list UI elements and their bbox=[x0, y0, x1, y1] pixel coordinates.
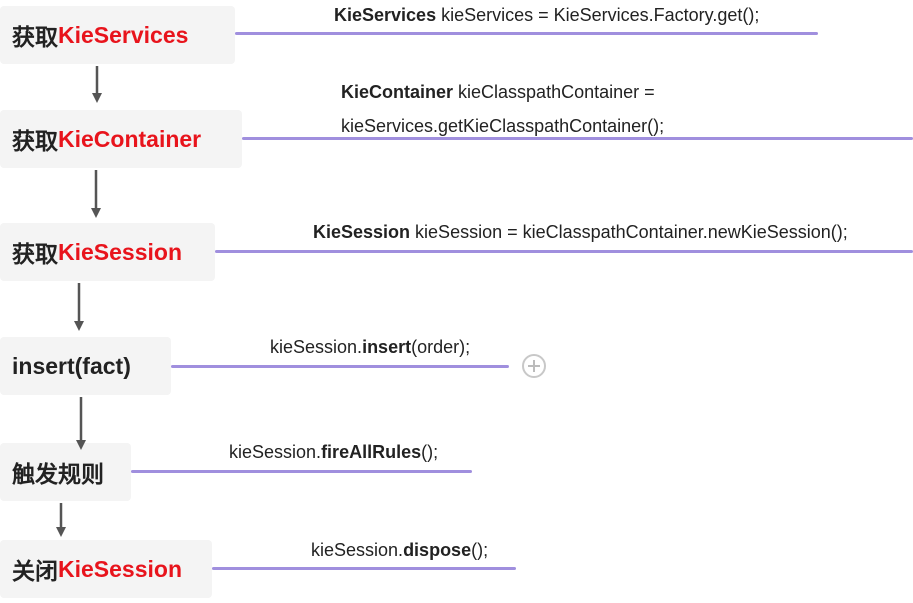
code-line: KieSession kieSession = kieClasspathCont… bbox=[313, 221, 848, 243]
step-1-highlight: KieServices bbox=[58, 21, 189, 48]
code-line: kieSession.insert(order); bbox=[270, 336, 470, 358]
code-label-2: KieContainer kieClasspathContainer = kie… bbox=[341, 75, 664, 143]
code-segment: fireAllRules bbox=[321, 442, 422, 462]
step-2-prefix: 获取 bbox=[12, 128, 58, 154]
code-segment: kieSession. bbox=[311, 540, 404, 560]
step-1-prefix: 获取 bbox=[12, 24, 58, 50]
step-node-4[interactable]: insert(fact) bbox=[0, 337, 171, 395]
step-3-highlight: KieSession bbox=[58, 238, 182, 265]
code-segment: kieServices = KieServices.Factory.get(); bbox=[436, 5, 760, 25]
code-segment: (); bbox=[421, 442, 439, 462]
code-segment: (order); bbox=[411, 337, 471, 357]
code-line: kieServices.getKieClasspathContainer(); bbox=[341, 109, 664, 143]
code-line: KieContainer kieClasspathContainer = bbox=[341, 75, 664, 109]
code-segment: (); bbox=[471, 540, 489, 560]
code-label-1: KieServices kieServices = KieServices.Fa… bbox=[334, 4, 759, 26]
connector-line-2 bbox=[242, 137, 913, 140]
step-4-prefix: insert(fact) bbox=[12, 352, 131, 379]
code-label-5: kieSession.fireAllRules(); bbox=[229, 441, 438, 463]
step-6-prefix: 关闭 bbox=[12, 558, 58, 584]
step-6-highlight: KieSession bbox=[58, 555, 182, 582]
step-node-5[interactable]: 触发规则 bbox=[0, 443, 131, 501]
step-3-prefix: 获取 bbox=[12, 241, 58, 267]
plus-circle-icon[interactable] bbox=[522, 354, 546, 378]
connector-line-3 bbox=[215, 250, 913, 253]
connector-line-1 bbox=[235, 32, 818, 35]
code-segment: kieSession. bbox=[229, 442, 322, 462]
code-label-6: kieSession.dispose(); bbox=[311, 539, 488, 561]
step-5-prefix: 触发规则 bbox=[12, 461, 104, 487]
connector-line-5 bbox=[131, 470, 472, 473]
connector-line-6 bbox=[212, 567, 516, 570]
code-segment: dispose bbox=[403, 540, 472, 560]
code-label-4: kieSession.insert(order); bbox=[270, 336, 470, 358]
code-line: kieSession.fireAllRules(); bbox=[229, 441, 438, 463]
code-segment: KieServices bbox=[334, 5, 437, 25]
code-segment: KieContainer bbox=[341, 82, 454, 102]
code-segment: kieSession. bbox=[270, 337, 363, 357]
code-segment: kieServices.getKieClasspathContainer(); bbox=[341, 116, 665, 136]
code-line: kieSession.dispose(); bbox=[311, 539, 488, 561]
code-segment: KieSession bbox=[313, 222, 411, 242]
code-segment: kieSession = kieClasspathContainer.newKi… bbox=[410, 222, 848, 242]
code-segment: kieClasspathContainer = bbox=[453, 82, 655, 102]
code-label-3: KieSession kieSession = kieClasspathCont… bbox=[313, 221, 848, 243]
code-segment: insert bbox=[362, 337, 412, 357]
connector-line-4 bbox=[171, 365, 509, 368]
code-line: KieServices kieServices = KieServices.Fa… bbox=[334, 4, 759, 26]
step-2-highlight: KieContainer bbox=[58, 125, 202, 152]
